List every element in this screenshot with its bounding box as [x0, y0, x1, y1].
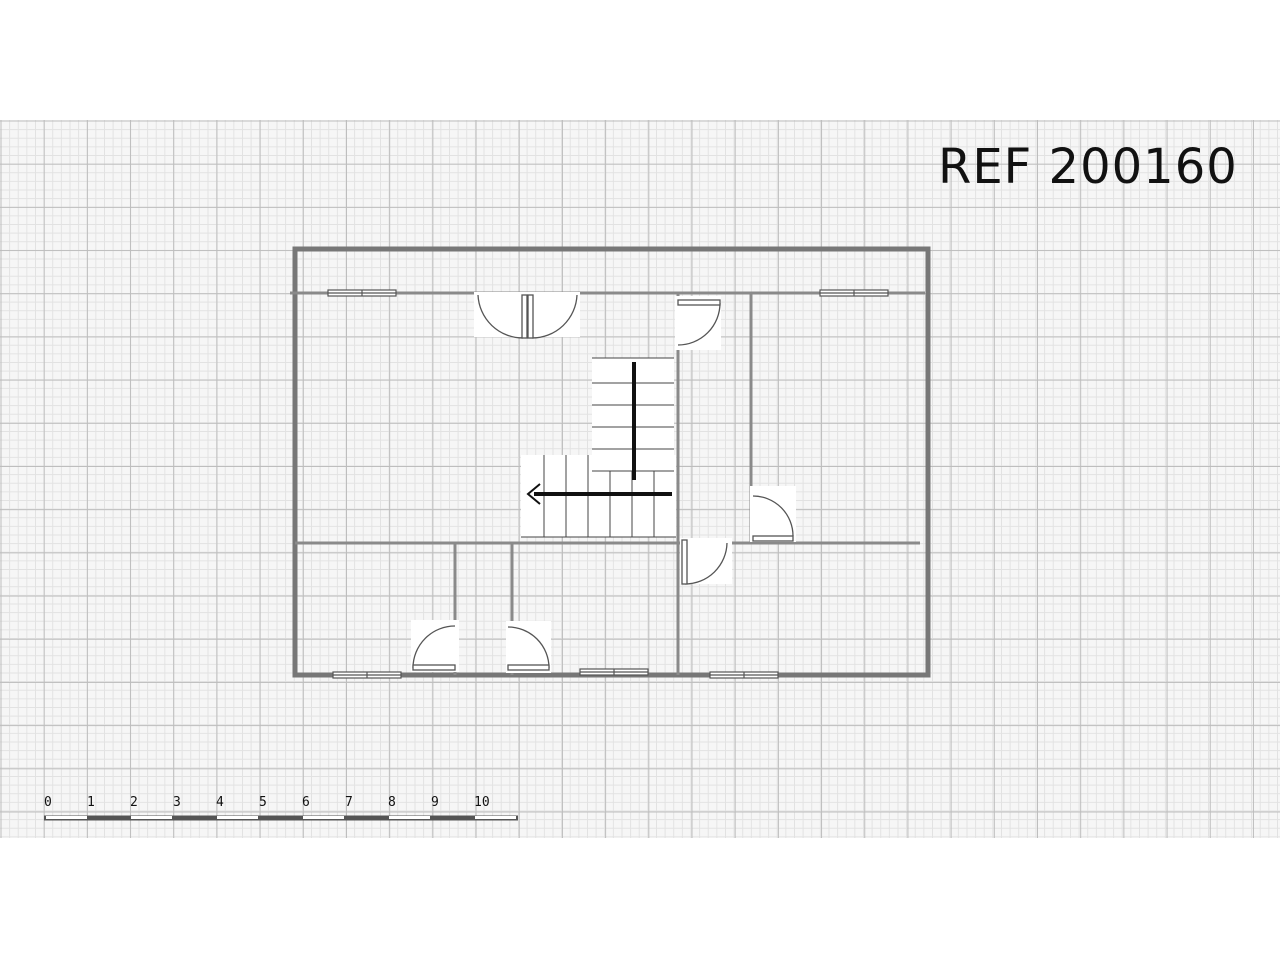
- windows: [327, 289, 889, 679]
- doors: [411, 292, 796, 673]
- door-bath-right: [506, 621, 551, 673]
- scale-label-0: 0: [44, 795, 52, 810]
- window-top-left: [327, 289, 397, 297]
- scale-label-4: 4: [216, 795, 224, 810]
- scale-label-5: 5: [259, 795, 267, 810]
- scale-label-3: 3: [173, 795, 181, 810]
- door-center: [680, 538, 732, 585]
- door-right-room: [750, 486, 796, 542]
- window-bottom-2: [579, 668, 649, 676]
- window-bottom-1: [332, 671, 402, 679]
- scale-label-10: 10: [474, 795, 490, 810]
- scale-bar: 0 1 2 3 4 5 6 7 8 9 10: [44, 795, 518, 821]
- scale-label-6: 6: [302, 795, 310, 810]
- scale-label-1: 1: [87, 795, 95, 810]
- door-upper-right: [675, 296, 721, 350]
- scale-label-9: 9: [431, 795, 439, 810]
- reference-label: REF 200160: [938, 139, 1238, 195]
- stair-arrow-icon: [526, 483, 541, 505]
- scale-label-8: 8: [388, 795, 396, 810]
- door-double: [474, 292, 580, 339]
- window-top-right: [819, 289, 889, 297]
- door-bath-left: [411, 620, 459, 672]
- scale-label-2: 2: [130, 795, 138, 810]
- window-bottom-3: [709, 671, 779, 679]
- scale-label-7: 7: [345, 795, 353, 810]
- staircase: [521, 357, 676, 538]
